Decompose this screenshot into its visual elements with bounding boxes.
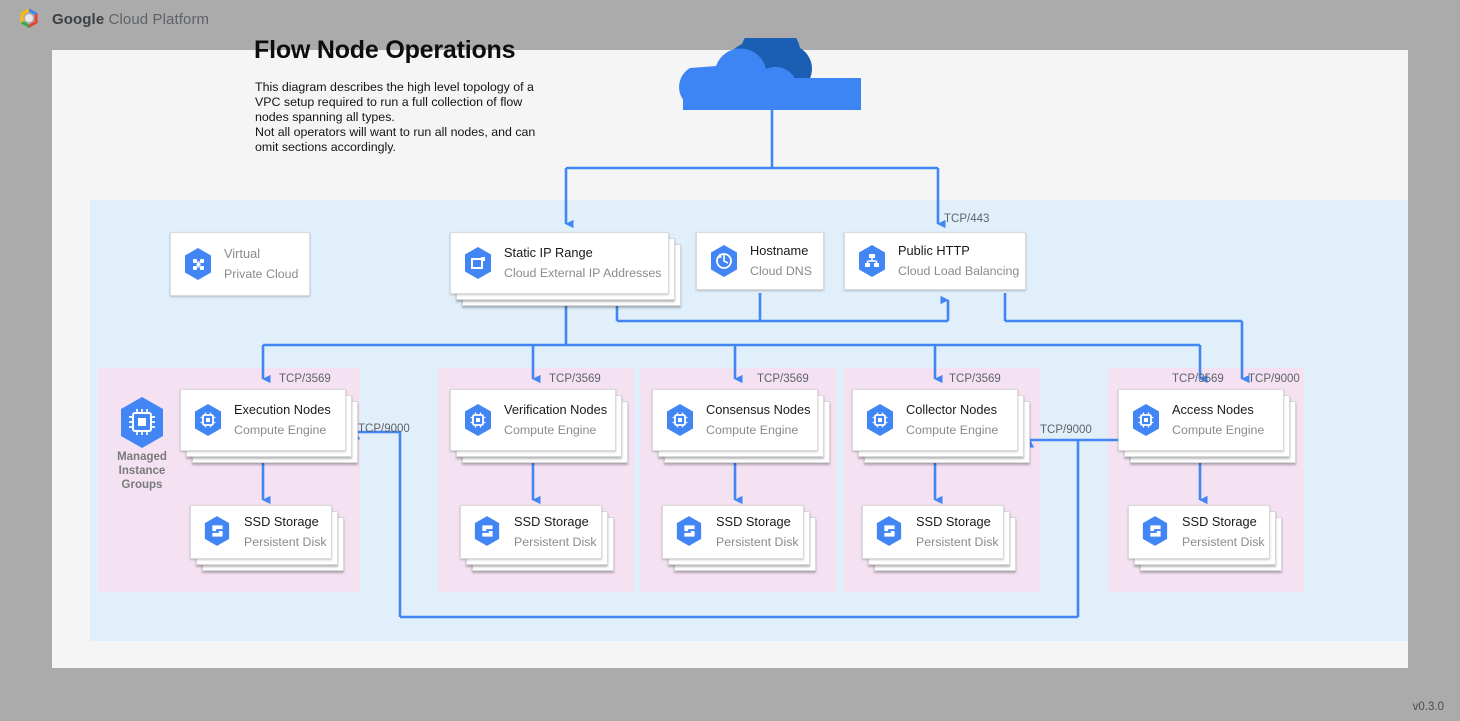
diagram-description: This diagram describes the high level to… <box>255 80 545 155</box>
node-card-consensus-nodes[interactable]: Consensus Nodes Compute Engine <box>652 389 830 463</box>
node-card-title: Consensus Nodes <box>706 402 811 417</box>
compute-engine-icon <box>193 403 223 437</box>
storage-card-subtitle: Persistent Disk <box>916 535 999 549</box>
node-card-subtitle: Compute Engine <box>504 423 597 437</box>
description-line: nodes spanning all types. <box>255 110 395 124</box>
storage-card-title: SSD Storage <box>514 514 589 529</box>
node-card-title: Verification Nodes <box>504 402 608 417</box>
node-card-subtitle: Cloud Load Balancing <box>898 264 1020 278</box>
mig-label-line: Managed <box>117 451 167 463</box>
storage-card-verification[interactable]: SSD Storage Persistent Disk <box>460 505 614 571</box>
node-card-access-nodes[interactable]: Access Nodes Compute Engine <box>1118 389 1296 463</box>
node-card-subtitle: Private Cloud <box>224 267 299 281</box>
port-label-collector-tcp-3569: TCP/3569 <box>949 373 1001 385</box>
gcp-wordmark: Google Cloud Platform <box>52 11 209 28</box>
node-card-virtual-private-cloud[interactable]: Virtual Private Cloud <box>170 232 310 296</box>
node-card-hostname[interactable]: Hostname Cloud DNS <box>696 232 824 290</box>
node-card-title: Access Nodes <box>1172 402 1254 417</box>
storage-card-consensus[interactable]: SSD Storage Persistent Disk <box>662 505 816 571</box>
compute-engine-icon <box>1131 403 1161 437</box>
cloud-load-balancing-icon <box>857 244 887 278</box>
description-line: This diagram describes the high level to… <box>255 80 534 94</box>
gcp-wordmark-rest: Cloud Platform <box>104 10 210 28</box>
description-line: VPC setup required to run a full collect… <box>255 95 523 109</box>
port-label-consensus-tcp-3569: TCP/3569 <box>757 373 809 385</box>
node-card-title: Static IP Range <box>504 245 593 260</box>
mig-label-line: Groups <box>121 479 163 491</box>
persistent-disk-icon <box>1141 515 1171 549</box>
storage-card-subtitle: Persistent Disk <box>244 535 327 549</box>
node-card-public-http[interactable]: Public HTTP Cloud Load Balancing <box>844 232 1026 290</box>
compute-engine-icon <box>865 403 895 437</box>
description-line: Not all operators will want to run all n… <box>255 125 536 139</box>
node-card-title: Virtual <box>224 246 261 261</box>
node-card-subtitle: Cloud DNS <box>750 264 812 278</box>
node-card-title: Execution Nodes <box>234 402 331 417</box>
persistent-disk-icon <box>203 515 233 549</box>
cloud-dns-icon <box>709 244 739 278</box>
page-title: Flow Node Operations <box>254 36 516 64</box>
gcp-wordmark-google: Google <box>52 10 105 28</box>
node-card-title: Public HTTP <box>898 243 970 258</box>
compute-engine-icon <box>463 403 493 437</box>
storage-card-title: SSD Storage <box>916 514 991 529</box>
port-label-access-tcp-3569: TCP/3569 <box>1172 373 1224 385</box>
mig-label-line: Instance <box>118 465 166 477</box>
version-label: v0.3.0 <box>1412 701 1444 713</box>
node-card-title: Collector Nodes <box>906 402 998 417</box>
persistent-disk-icon <box>473 515 503 549</box>
port-label-collector-in-tcp-9000: TCP/9000 <box>1040 424 1092 436</box>
node-card-subtitle: Compute Engine <box>1172 423 1265 437</box>
port-label-execution-in-tcp-9000: TCP/9000 <box>358 423 410 435</box>
compute-engine-icon <box>665 403 695 437</box>
persistent-disk-icon <box>875 515 905 549</box>
external-ip-address-icon <box>463 246 493 280</box>
storage-card-subtitle: Persistent Disk <box>1182 535 1265 549</box>
node-card-title: Hostname <box>750 243 809 258</box>
persistent-disk-icon <box>675 515 705 549</box>
storage-card-title: SSD Storage <box>244 514 319 529</box>
port-label-execution-tcp-3569: TCP/3569 <box>279 373 331 385</box>
managed-instance-group-icon <box>118 396 166 455</box>
storage-card-access[interactable]: SSD Storage Persistent Disk <box>1128 505 1282 571</box>
node-card-verification-nodes[interactable]: Verification Nodes Compute Engine <box>450 389 628 463</box>
node-card-subtitle: Compute Engine <box>234 423 327 437</box>
gcp-header-bar: Google Cloud Platform <box>0 0 1460 38</box>
description-line: omit sections accordingly. <box>255 140 396 154</box>
storage-card-subtitle: Persistent Disk <box>716 535 799 549</box>
port-label-tcp-443: TCP/443 <box>944 213 990 225</box>
node-card-static-ip-range[interactable]: Static IP Range Cloud External IP Addres… <box>450 232 681 306</box>
google-cloud-platform-hexagon-logo <box>16 6 42 32</box>
node-card-subtitle: Cloud External IP Addresses <box>504 266 662 280</box>
storage-card-collector[interactable]: SSD Storage Persistent Disk <box>862 505 1016 571</box>
port-label-access-tcp-9000: TCP/9000 <box>1248 373 1300 385</box>
storage-card-subtitle: Persistent Disk <box>514 535 597 549</box>
port-label-verification-tcp-3569: TCP/3569 <box>549 373 601 385</box>
storage-card-title: SSD Storage <box>1182 514 1257 529</box>
storage-card-execution[interactable]: SSD Storage Persistent Disk <box>190 505 344 571</box>
virtual-private-cloud-icon <box>183 247 213 281</box>
node-card-subtitle: Compute Engine <box>906 423 999 437</box>
node-card-collector-nodes[interactable]: Collector Nodes Compute Engine <box>852 389 1030 463</box>
node-card-subtitle: Compute Engine <box>706 423 799 437</box>
node-card-execution-nodes[interactable]: Execution Nodes Compute Engine <box>180 389 358 463</box>
storage-card-title: SSD Storage <box>716 514 791 529</box>
